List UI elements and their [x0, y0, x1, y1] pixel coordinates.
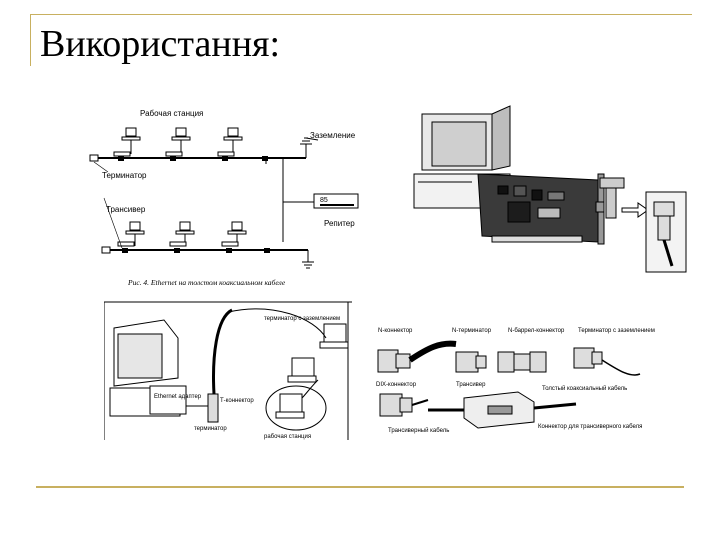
network-diagram: Рабочая станция Заземление Терминатор Тр… — [89, 109, 359, 287]
adapter-label: Ethernet адаптер — [154, 394, 202, 400]
dix-connector-label: DIX-коннектор — [376, 382, 417, 388]
network-caption: Рис. 4. Ethernet на толстом коаксиальном… — [127, 278, 286, 287]
repeater-label: Репитер — [324, 219, 355, 228]
transceiver-label: Трансивер — [106, 205, 146, 214]
connectors-diagram: N-коннектор N-терминатор N-баррел-коннек… — [376, 328, 655, 434]
transceiver-label: Трансивер — [456, 382, 486, 388]
bottom-rule — [36, 486, 684, 488]
thick-coax-label: Толстый коаксиальный кабель — [542, 385, 627, 392]
grounded-terminator-label: Терминатор с заземлением — [578, 328, 655, 334]
t-connector-label: Т-коннектор — [220, 398, 254, 404]
ground-label: Заземление — [310, 131, 356, 140]
transceiver-cable-connector-label: Коннектор для трансиверного кабеля — [538, 424, 642, 430]
thin-cable-diagram: терминатор с заземлением Ethernet адапте… — [104, 301, 352, 440]
frame-left-line — [30, 14, 31, 66]
slide-title: Використання: — [40, 23, 281, 65]
terminator-top-label: терминатор с заземлением — [264, 316, 340, 322]
workstation-bottom-label: рабочая станция — [264, 434, 311, 440]
transceiver-cable-label: Трансиверный кабель — [388, 427, 449, 434]
workstation-label: Рабочая станция — [140, 109, 203, 118]
pc-network-card-illustration — [413, 105, 687, 273]
repeater-box-label: 85 — [320, 197, 328, 204]
n-connector-label: N-коннектор — [378, 328, 413, 334]
n-terminator-label: N-терминатор — [452, 328, 492, 334]
n-barrel-label: N-баррел-коннектор — [508, 328, 565, 334]
frame-top-line — [30, 14, 692, 15]
terminator-bottom-label: терминатор — [194, 426, 227, 432]
terminator-label: Терминатор — [102, 171, 147, 180]
